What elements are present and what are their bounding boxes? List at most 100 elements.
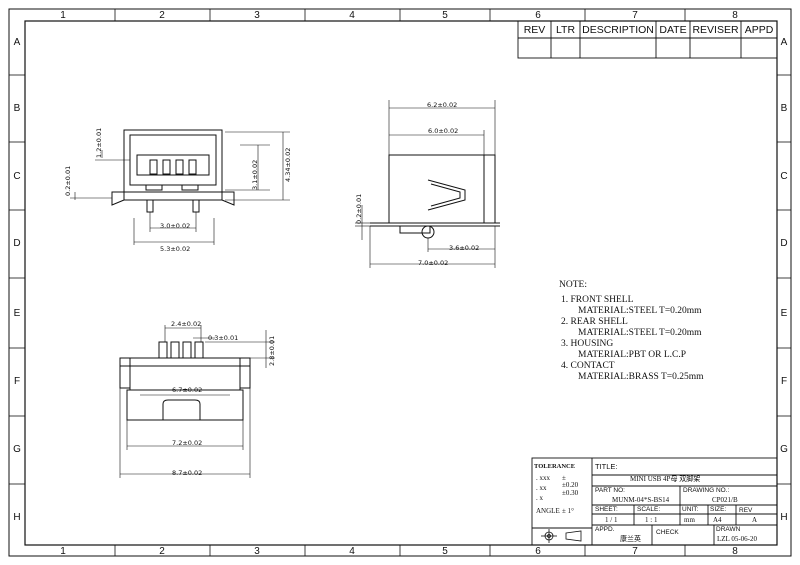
zone-row-right-e: E (780, 308, 788, 319)
rev-label: REV (739, 507, 753, 514)
zone-row-left-h: H (13, 512, 21, 523)
tol-xx-value: ±0.20 (562, 481, 579, 489)
unit-label: UNIT: (682, 506, 699, 513)
zone-col-top-4: 4 (349, 10, 355, 21)
note-line-6: MATERIAL:PBT OR L.C.P (578, 350, 687, 360)
zone-row-left-f: F (13, 376, 21, 387)
note-line-4: MATERIAL:STEEL T=0.20mm (578, 328, 702, 338)
rev-header-description: DESCRIPTION (582, 23, 654, 36)
appd-value: 康兰英 (620, 535, 641, 543)
dim-side-6-2: 6.2±0.02 (427, 101, 458, 109)
drawing-no-value: CP021/B (712, 496, 738, 504)
note-line-5: 3. HOUSING (561, 339, 614, 349)
note-line-7: 4. CONTACT (561, 361, 615, 371)
dim-front-3-1: 3.1±0.02 (251, 159, 259, 190)
rev-header-ltr: LTR (555, 23, 576, 36)
drawn-label: DRAWN (716, 526, 741, 533)
zone-row-left-c: C (13, 171, 21, 182)
note-line-8: MATERIAL:BRASS T=0.25mm (578, 372, 704, 382)
drawn-value: LZL 05-06-20 (717, 535, 757, 543)
note-line-3: 2. REAR SHELL (561, 317, 628, 327)
dim-side-7-0: 7.0±0.02 (418, 259, 449, 267)
check-label: CHECK (656, 529, 679, 536)
projection-symbol (541, 529, 582, 543)
dim-bottom-6-7: 6.7±0.02 (172, 386, 203, 394)
side-view (355, 100, 500, 268)
dim-bottom-8-7: 8.7±0.02 (172, 469, 203, 477)
dim-front-5-3: 5.3±0.02 (160, 245, 191, 253)
sheet-label: SHEET: (595, 506, 618, 513)
dim-side-6-0: 6.0±0.02 (428, 127, 459, 135)
title-block-grid (531, 457, 778, 546)
rev-header-appd: APPD (744, 23, 774, 36)
dim-bottom-2-4: 2.4±0.02 (171, 320, 202, 328)
unit-value: mm (684, 516, 695, 524)
tolerance-label: TOLERANCE (534, 463, 576, 470)
zone-col-top-6: 6 (535, 10, 541, 21)
dim-bottom-2-8: 2.8±0.01 (268, 335, 276, 366)
notes-heading: NOTE: (559, 280, 587, 290)
zone-col-top-5: 5 (442, 10, 448, 21)
zone-col-top-7: 7 (632, 10, 638, 21)
zone-col-bottom-8: 8 (732, 546, 738, 557)
part-no-label: PART NO: (595, 487, 625, 494)
zone-row-left-g: G (13, 444, 21, 455)
scale-value: 1 : 1 (645, 516, 658, 524)
tol-xxx-value: ± (562, 474, 566, 482)
size-label: SIZE: (710, 506, 727, 513)
tol-xx-label: . xx (536, 484, 547, 492)
appd-label: APPD. (595, 526, 615, 533)
zone-row-right-a: A (780, 37, 788, 48)
zone-col-bottom-2: 2 (159, 546, 165, 557)
zone-row-right-b: B (780, 103, 788, 114)
tol-x-value: ±0.30 (562, 489, 579, 497)
front-view (70, 129, 290, 245)
part-no-value: MUNM-04*S-BS14 (612, 496, 670, 504)
zone-col-bottom-1: 1 (60, 546, 66, 557)
zone-row-right-f: F (780, 376, 788, 387)
zone-col-top-2: 2 (159, 10, 165, 21)
rev-value: A (752, 516, 758, 524)
zone-row-right-g: G (780, 444, 788, 455)
zone-row-right-c: C (780, 171, 788, 182)
zone-row-left-b: B (13, 103, 21, 114)
sheet-value: 1 / 1 (605, 516, 618, 524)
dim-bottom-0-3: 0.3±0.01 (208, 334, 239, 342)
zone-row-left-a: A (13, 37, 21, 48)
title-label: TITLE: (595, 462, 618, 471)
note-line-2: MATERIAL:STEEL T=0.20mm (578, 306, 702, 316)
dim-side-0-2: 0.2±0.01 (355, 193, 363, 224)
zone-col-top-3: 3 (254, 10, 260, 21)
zone-col-bottom-6: 6 (535, 546, 541, 557)
dim-front-0-2: 0.2±0.01 (64, 165, 72, 196)
zone-row-left-d: D (13, 238, 21, 249)
tol-xxx-label: . xxx (536, 474, 550, 482)
title-value: MINI USB 4P母 双脚架 (630, 475, 701, 483)
tol-angle-value: ± 1° (562, 507, 574, 515)
rev-header-reviser: REVISER (692, 23, 739, 36)
zone-row-right-d: D (780, 238, 788, 249)
note-line-1: 1. FRONT SHELL (561, 295, 634, 305)
zone-col-bottom-7: 7 (632, 546, 638, 557)
bottom-view (119, 325, 275, 478)
tol-angle-label: ANGLE (536, 507, 560, 515)
scale-label: SCALE: (637, 506, 661, 513)
zone-row-left-e: E (13, 308, 21, 319)
dim-front-3-0: 3.0±0.02 (160, 222, 191, 230)
dim-front-4-34: 4.34±0.02 (284, 147, 292, 182)
dim-bottom-7-2: 7.2±0.02 (172, 439, 203, 447)
drawing-no-label: DRAWING NO.: (683, 487, 730, 494)
rev-header-date: DATE (659, 23, 687, 36)
dim-front-1-2: 1.2±0.01 (95, 127, 103, 158)
dim-side-3-6: 3.6±0.02 (449, 244, 480, 252)
rev-header-rev: REV (523, 23, 546, 36)
zone-col-top-1: 1 (60, 10, 66, 21)
size-value: A4 (713, 516, 722, 524)
zone-col-bottom-5: 5 (442, 546, 448, 557)
zone-row-right-h: H (780, 512, 788, 523)
zone-col-bottom-3: 3 (254, 546, 260, 557)
zone-col-bottom-4: 4 (349, 546, 355, 557)
tol-x-label: . x (536, 494, 543, 502)
zone-col-top-8: 8 (732, 10, 738, 21)
